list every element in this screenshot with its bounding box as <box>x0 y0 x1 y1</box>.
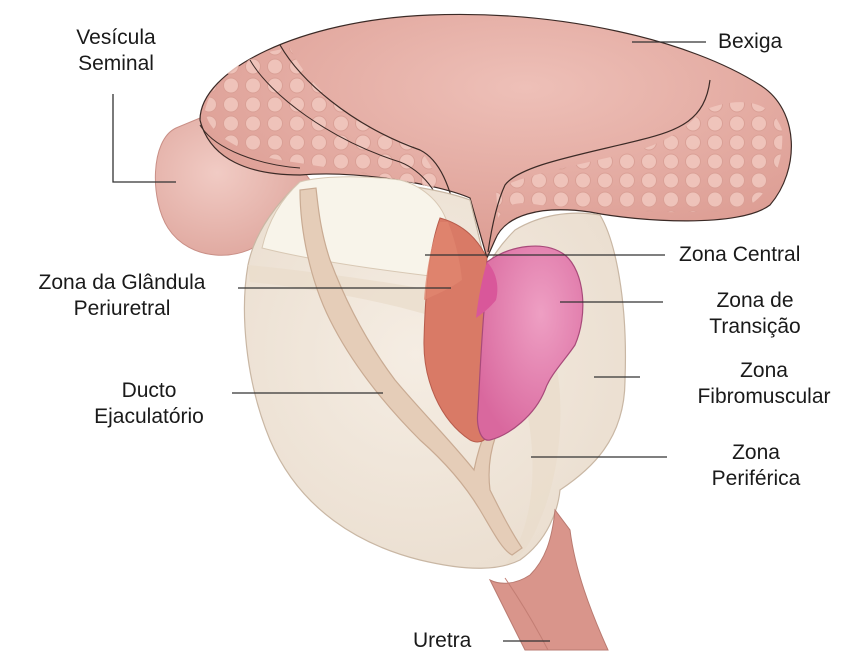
label-vesicula-seminal: Vesícula Seminal <box>56 25 176 77</box>
label-zona-central: Zona Central <box>679 242 800 268</box>
label-zona-periferica: Zona Periférica <box>686 440 826 492</box>
label-zona-glandula-periuretral: Zona da Glândula Periuretral <box>8 270 236 322</box>
label-bexiga: Bexiga <box>718 29 782 55</box>
label-zona-transicao: Zona de Transição <box>690 288 820 340</box>
label-ducto-ejaculatorio: Ducto Ejaculatório <box>80 378 218 430</box>
label-uretra: Uretra <box>413 628 471 654</box>
label-zona-fibromuscular: Zona Fibromuscular <box>678 358 850 410</box>
